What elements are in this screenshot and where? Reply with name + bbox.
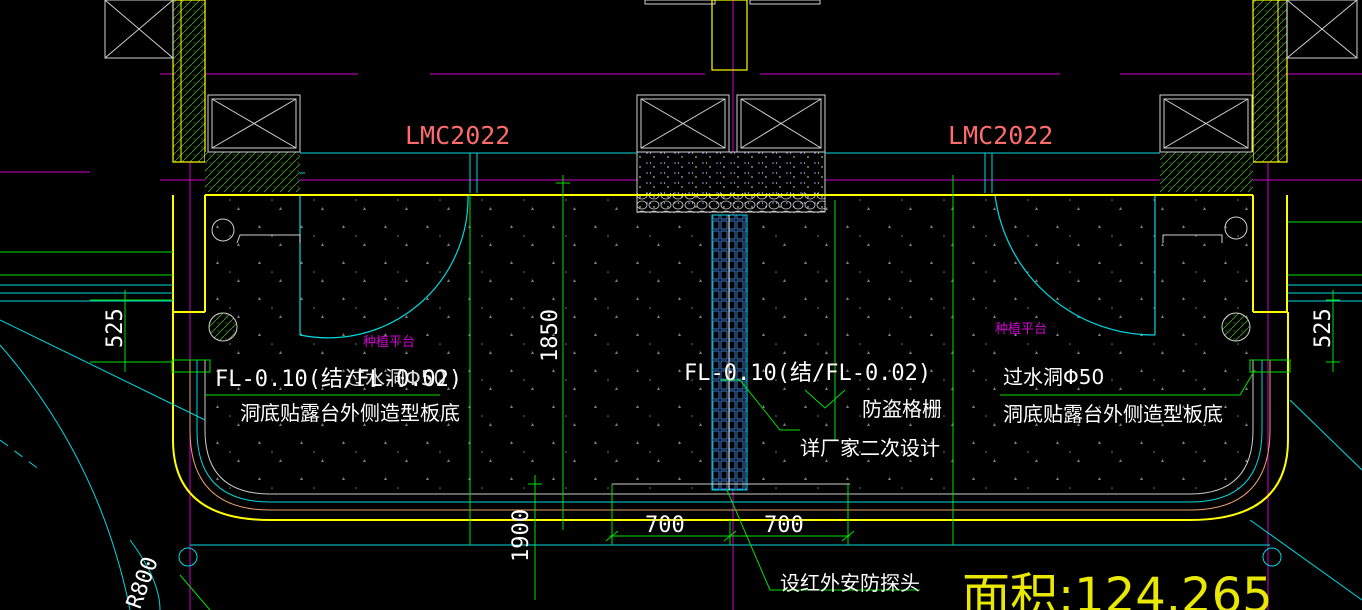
vendor-label: 详厂家二次设计 bbox=[800, 436, 940, 460]
right-sill-hatch bbox=[1160, 152, 1253, 192]
hole-label-right: 过水洞Φ50 bbox=[1003, 365, 1104, 389]
exterior-lines bbox=[0, 221, 1362, 610]
window-glazing-lines bbox=[300, 152, 1160, 193]
hole-note-left: 洞底贴露台外侧造型板底 bbox=[240, 401, 460, 425]
dim-700-right: 700 bbox=[764, 513, 804, 538]
radius-label: R800 bbox=[122, 554, 164, 610]
window-label-right: LMC2022 bbox=[948, 121, 1053, 150]
area-label: 面积:124.265 bbox=[962, 568, 1273, 610]
dim-700-left: 700 bbox=[645, 513, 685, 538]
column-boxes bbox=[104, 0, 1358, 153]
fl-label-left: FL-0.10(结/FL-0.02) bbox=[215, 367, 462, 392]
hole-note-right: 洞底贴露台外侧造型板底 bbox=[1003, 402, 1223, 426]
center-column bbox=[612, 0, 850, 491]
right-wall bbox=[1252, 0, 1288, 163]
planting-label-right: 种植平台 bbox=[995, 322, 1047, 337]
dim-1850: 1850 bbox=[538, 309, 563, 362]
door-arcs bbox=[299, 194, 1156, 339]
dim-525-right: 525 bbox=[1311, 308, 1336, 348]
planting-label-left: 种植平台 bbox=[363, 335, 415, 350]
drain-details bbox=[171, 216, 1291, 373]
inner-curb-lines bbox=[189, 360, 1271, 511]
hole-label-left: 过水洞Φ50 bbox=[345, 366, 446, 390]
left-wall bbox=[172, 0, 206, 163]
dimension-lines bbox=[90, 175, 1340, 600]
dim-525-left: 525 bbox=[103, 308, 128, 348]
leader-lines bbox=[205, 369, 1256, 591]
infrared-label: 设红外安防探头 bbox=[780, 571, 920, 595]
window-label-left: LMC2022 bbox=[405, 121, 510, 150]
dim-1900: 1900 bbox=[509, 509, 534, 562]
left-sill-hatch bbox=[205, 152, 300, 192]
grille-label: 防盗格栅 bbox=[862, 397, 942, 421]
fl-label-center: FL-0.10(结/FL-0.02) bbox=[684, 361, 931, 386]
